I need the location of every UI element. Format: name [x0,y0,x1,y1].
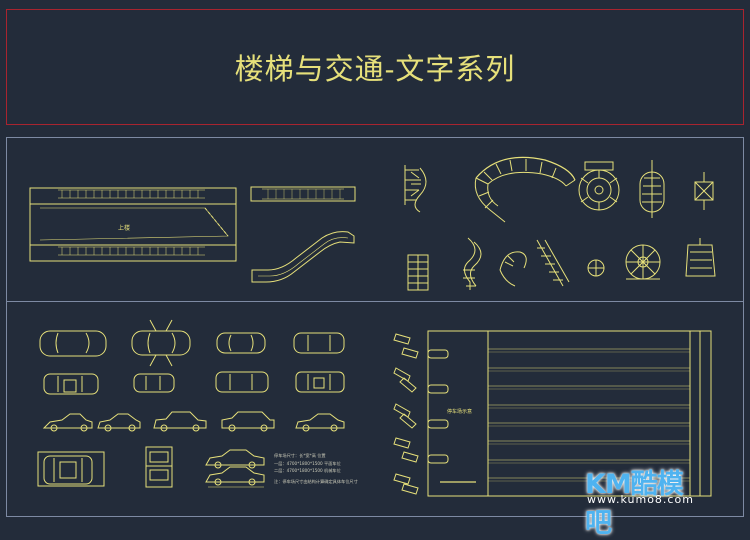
escalator-elevation [250,186,356,283]
stair-section-4 [536,239,570,287]
car-top-6 [133,373,175,393]
panel-divider [7,301,743,302]
car-top-8 [295,371,345,393]
car-top-4 [293,332,345,354]
car-side-3 [153,411,207,432]
parking-entry-cars [393,333,449,495]
watermark-url: www.kumo8.com [587,493,694,506]
mechanical-parking-1 [37,451,105,487]
car-side-1 [42,413,93,432]
note-line-4: 注：停车场尺寸由结构计算确定具体车位尺寸 [274,478,358,485]
stair-section-5 [685,238,716,277]
elevator-icon [694,172,714,210]
watermark: KM酷模吧 www.kumo8.com [585,462,705,539]
page-title: 楼梯与交通-文字系列 [234,52,516,86]
car-top-7 [215,371,269,393]
stair-round-small [587,259,605,277]
car-top-3 [216,332,266,354]
car-side-4 [221,411,275,432]
car-top-5 [43,373,99,395]
cad-drawing-canvas: 上楼 [29,156,716,497]
spiral-stair-plan-arc [474,156,576,223]
parking-lot-layout [427,330,712,497]
note-line-1: 停车场尺寸：长*宽*高 位置 [274,452,326,459]
car-top-2 [131,319,191,367]
car-side-2 [97,413,141,432]
stair-section-1 [407,254,429,291]
title-panel: 楼梯与交通-文字系列 [6,9,744,125]
stair-section-3 [499,251,527,287]
escalator-plan [29,187,237,262]
spiral-stair-tall [639,160,665,218]
parking-lot-label: 停车场示意 [447,408,472,415]
cad-drawing-panel [6,137,744,517]
note-line-2: 一层：4700*1800*1500 平面车位 [274,460,341,467]
note-line-3: 二层：4700*1800*1500 机械车位 [274,467,341,474]
stair-section-2 [463,237,482,290]
stacked-cars [205,449,265,488]
mechanical-parking-2 [145,446,173,488]
spiral-stair-1 [404,165,427,213]
spiral-stair-plan-2 [625,244,661,280]
car-side-5 [295,413,345,432]
car-top-1 [39,330,107,357]
spiral-stair-round [578,161,620,211]
escalator-label: 上楼 [118,224,130,232]
